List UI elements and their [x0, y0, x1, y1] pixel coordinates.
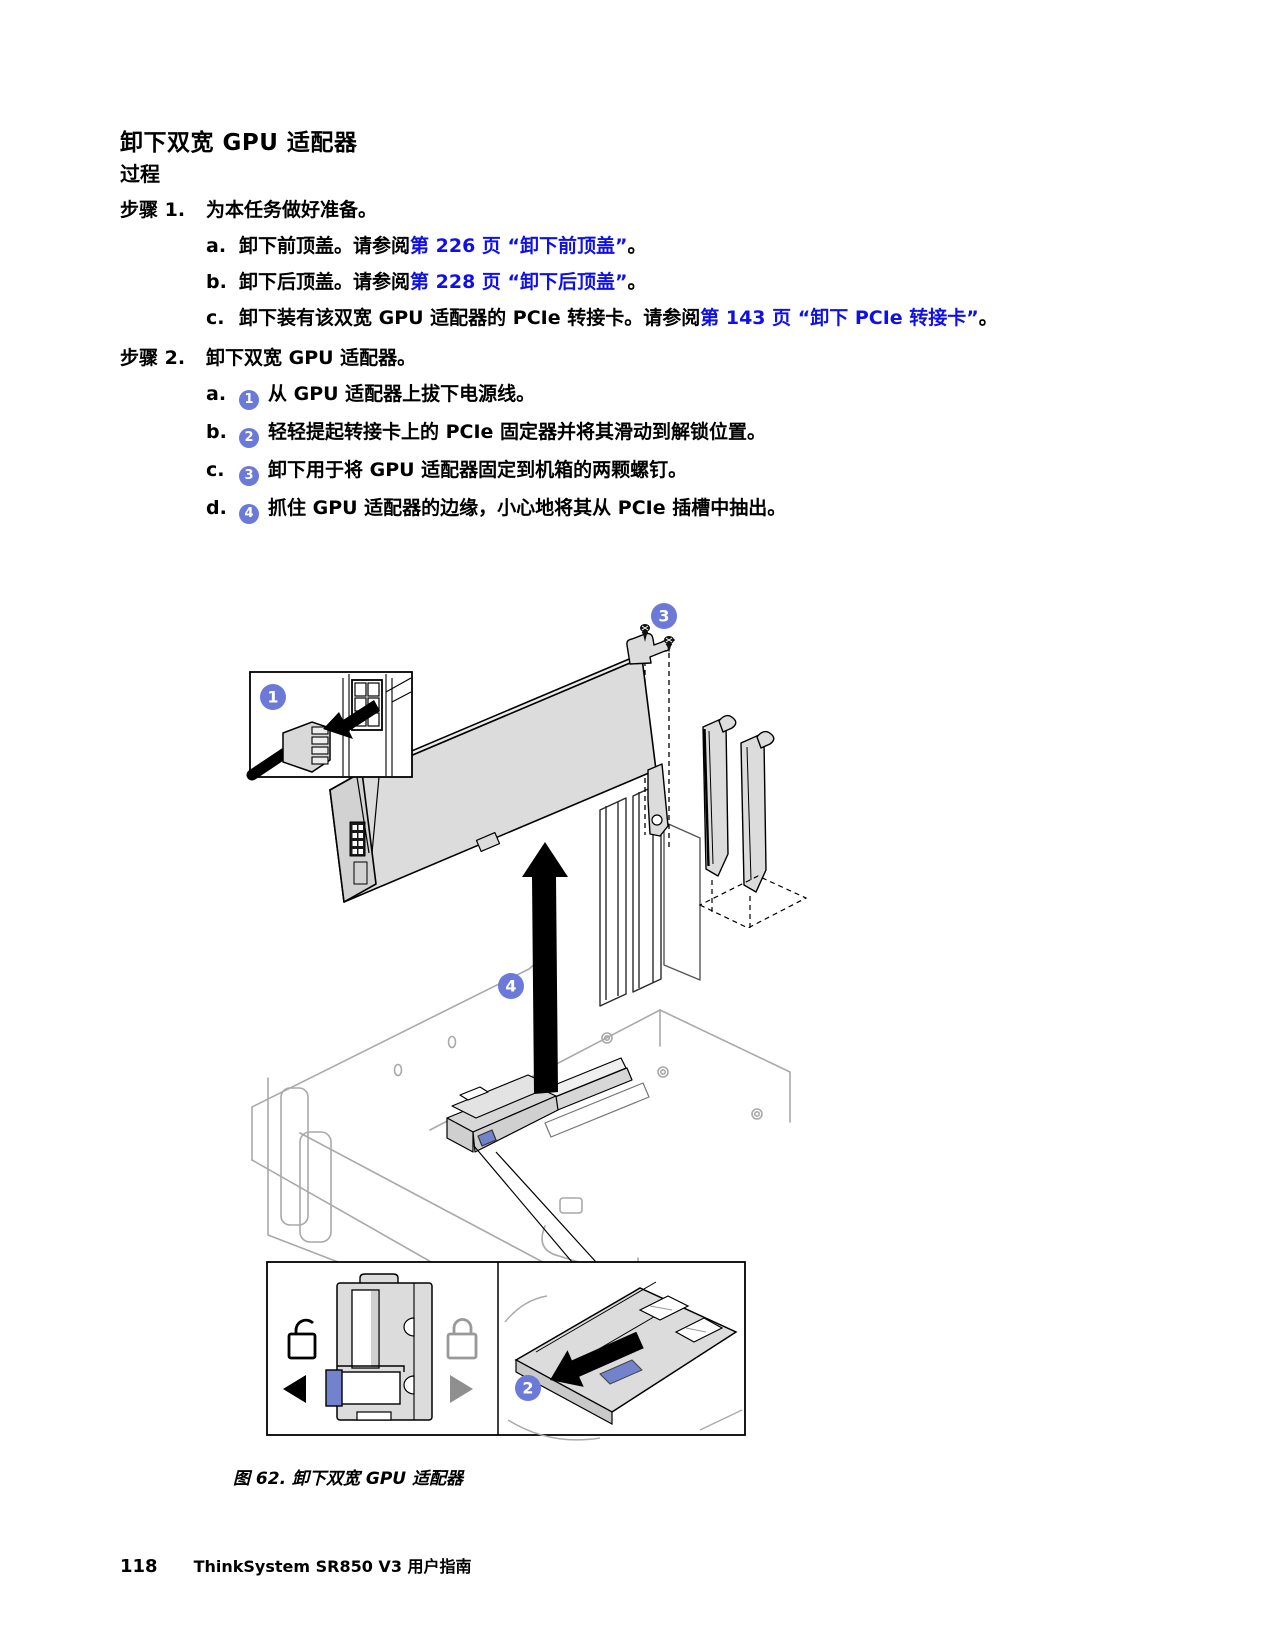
substep-1b-letter: b. [206, 271, 227, 293]
callout-badge-1: 1 [239, 390, 259, 410]
callout-1: 1 [260, 684, 286, 710]
step-2-text: 卸下双宽 GPU 适配器。 [206, 347, 417, 369]
substep-1c-period: 。 [978, 307, 998, 329]
step-1-text: 为本任务做好准备。 [206, 199, 378, 221]
link-remove-pcie-riser[interactable]: 第 143 页 “卸下 PCIe 转接卡” [700, 307, 979, 329]
figure-gpu-removal: 3 4 [246, 603, 808, 1441]
svg-text:3: 3 [658, 607, 669, 626]
lock-icon [446, 1318, 478, 1360]
page-title: 卸下双宽 GPU 适配器 [120, 130, 358, 156]
screws [640, 624, 674, 653]
step-2-substeps: a. 1 从 GPU 适配器上拔下电源线。 b. 2 轻轻提起转接卡上的 PCIe … [206, 381, 1110, 524]
slide-arrow [550, 1331, 644, 1387]
substep-2d-text: 抓住 GPU 适配器的边缘，小心地将其从 PCIe 插槽中抽出。 [268, 497, 787, 519]
gpu-bottom-notch [475, 831, 501, 853]
callout-2: 2 [515, 1375, 541, 1401]
svg-text:1: 1 [267, 688, 278, 707]
footer-doc-title: ThinkSystem SR850 V3 用户指南 [193, 1557, 472, 1576]
retainer-front-view [325, 1273, 433, 1421]
step-2-label: 步骤 2. [120, 347, 186, 369]
retainer-3d-view [504, 1281, 743, 1441]
screw-guide-lines [644, 643, 670, 848]
substep-2b-text: 轻轻提起转接卡上的 PCIe 固定器并将其滑动到解锁位置。 [268, 421, 767, 443]
substep-1c-text: 卸下装有该双宽 GPU 适配器的 PCIe 转接卡。请参阅 [239, 307, 701, 329]
callout-3: 3 [651, 603, 677, 629]
pcie-filler-brackets [702, 714, 775, 893]
substep-1b: b. 卸下后顶盖。请参阅第 228 页 “卸下后顶盖”。 [206, 269, 1110, 296]
filler-guide-lines [698, 875, 808, 929]
substep-2d: d. 4 抓住 GPU 适配器的边缘，小心地将其从 PCIe 插槽中抽出。 [206, 495, 1110, 524]
retainer-blue-tab-small [477, 1129, 497, 1147]
gpu-bracket-tab [626, 632, 671, 665]
step-2: 步骤 2. 卸下双宽 GPU 适配器。 [120, 345, 1110, 372]
substep-1c: c. 卸下装有该双宽 GPU 适配器的 PCIe 转接卡。请参阅第 143 页 … [206, 305, 1110, 332]
screw-1 [640, 624, 650, 642]
callout-badge-3: 3 [239, 466, 259, 486]
substep-1a-text: 卸下前顶盖。请参阅 [239, 235, 411, 257]
unlock-direction-arrow [283, 1375, 306, 1403]
link-remove-rear-top-cover[interactable]: 第 228 页 “卸下后顶盖” [410, 271, 628, 293]
callout-badge-2: 2 [239, 428, 259, 448]
substep-2c-letter: c. [206, 459, 225, 481]
retainer-blue-tab-3d [599, 1359, 643, 1385]
step-1: 步骤 1. 为本任务做好准备。 [120, 197, 1110, 224]
removal-arrow-up [522, 842, 568, 1094]
unplug-arrow [323, 700, 380, 739]
substep-1a-letter: a. [206, 235, 227, 257]
inset-retainer: 2 [266, 1261, 746, 1441]
step-1-label: 步骤 1. [120, 199, 186, 221]
retainer-top-tab [359, 1273, 399, 1283]
unlock-icon [287, 1318, 317, 1360]
page-footer: 118 ThinkSystem SR850 V3 用户指南 [120, 1553, 472, 1577]
substep-1b-text: 卸下后顶盖。请参阅 [239, 271, 411, 293]
substep-1c-letter: c. [206, 307, 225, 329]
svg-text:2: 2 [522, 1379, 533, 1398]
substep-2c: c. 3 卸下用于将 GPU 适配器固定到机箱的两颗螺钉。 [206, 457, 1110, 486]
inset2-leader-lines [473, 1145, 597, 1263]
substep-2c-text: 卸下用于将 GPU 适配器固定到机箱的两颗螺钉。 [268, 459, 688, 481]
substep-2b-letter: b. [206, 421, 227, 443]
gpu-adapter [329, 632, 675, 903]
retainer-blue-slider [325, 1369, 343, 1407]
callout-badge-4: 4 [239, 504, 259, 524]
screw-2 [664, 636, 674, 653]
figure-caption: 图 62. 卸下双宽 GPU 适配器 [233, 1469, 464, 1489]
link-remove-front-top-cover[interactable]: 第 226 页 “卸下前顶盖” [410, 235, 628, 257]
substep-2b: b. 2 轻轻提起转接卡上的 PCIe 固定器并将其滑动到解锁位置。 [206, 419, 1110, 448]
gpu-end-vent [353, 861, 368, 885]
page-number: 118 [120, 1556, 158, 1577]
gpu-power-connector [349, 821, 366, 857]
section-heading-procedure: 过程 [120, 162, 160, 186]
lock-direction-arrow [450, 1375, 473, 1403]
riser-floor-parts [446, 1057, 650, 1153]
substep-1a-period: 。 [627, 235, 647, 257]
substep-1a: a. 卸下前顶盖。请参阅第 226 页 “卸下前顶盖”。 [206, 233, 1110, 260]
callout-4: 4 [498, 973, 524, 999]
substep-2d-letter: d. [206, 497, 227, 519]
substep-2a-letter: a. [206, 383, 227, 405]
step-1-substeps: a. 卸下前顶盖。请参阅第 226 页 “卸下前顶盖”。 b. 卸下后顶盖。请参… [206, 233, 1110, 332]
inset-power-cable: 1 [246, 671, 413, 854]
substep-2a-text: 从 GPU 适配器上拔下电源线。 [268, 383, 536, 405]
procedure-steps: 步骤 1. 为本任务做好准备。 a. 卸下前顶盖。请参阅第 226 页 “卸下前… [120, 197, 1110, 524]
substep-2a: a. 1 从 GPU 适配器上拔下电源线。 [206, 381, 1110, 410]
substep-1b-period: 。 [627, 271, 647, 293]
svg-text:4: 4 [505, 977, 516, 996]
